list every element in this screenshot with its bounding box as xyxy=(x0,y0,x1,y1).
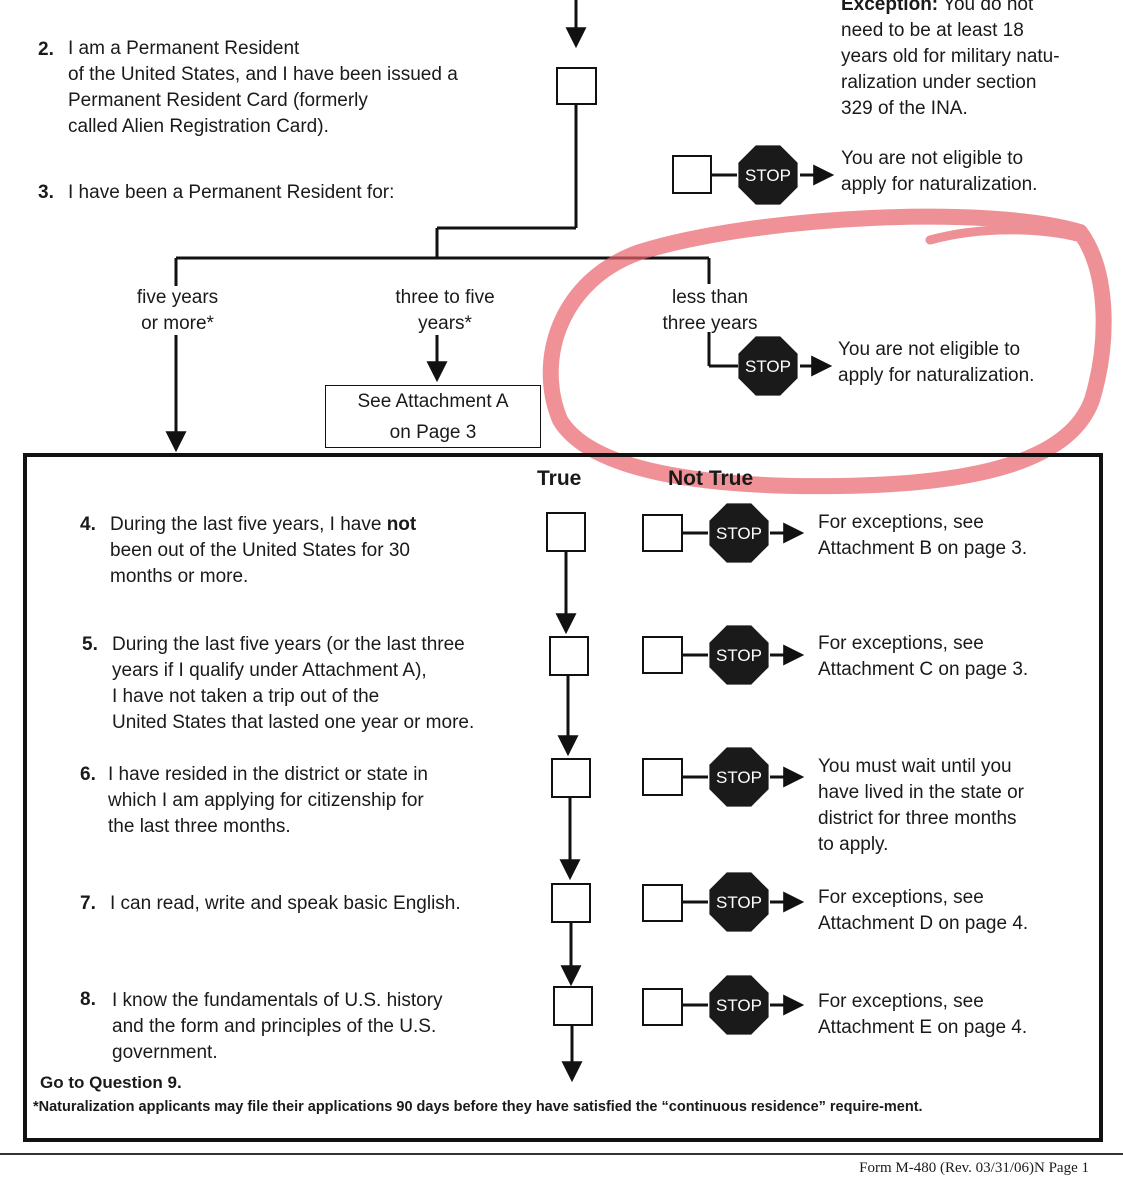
q4-text-bold: not xyxy=(386,514,417,535)
stop-octagon-icon xyxy=(709,747,769,807)
q7-number: 7. xyxy=(80,893,96,914)
stop-octagon-icon xyxy=(738,336,798,396)
stop-sign-q5: STOP xyxy=(709,625,769,685)
exception-text: You do not need to be at least 18 years … xyxy=(841,0,1060,119)
exception-note: Exception: You do not need to be at leas… xyxy=(841,0,1060,122)
q2-number: 2. xyxy=(38,39,54,60)
q5-true-checkbox[interactable] xyxy=(549,636,589,676)
q7-not-true-checkbox[interactable] xyxy=(642,884,683,922)
q3-text: I have been a Permanent Resident for: xyxy=(68,182,395,203)
q2-checkbox[interactable] xyxy=(556,67,597,105)
stop-sign-q4: STOP xyxy=(709,503,769,563)
stop-octagon-icon xyxy=(709,975,769,1035)
stop-sign-less-than-three: STOP xyxy=(738,336,798,396)
stop-octagon-icon xyxy=(709,625,769,685)
q4-not-true-checkbox[interactable] xyxy=(642,514,683,552)
exception-label: Exception: xyxy=(841,0,939,15)
q6-text: I have resided in the district or state … xyxy=(108,764,428,837)
stop-octagon-icon xyxy=(738,145,798,205)
q7-text: I can read, write and speak basic Englis… xyxy=(110,893,461,914)
q7-result-text: For exceptions, see Attachment D on page… xyxy=(818,887,1029,934)
form-number: Form M-480 (Rev. 03/31/06)N Page 1 xyxy=(859,1160,1089,1176)
stop-octagon-icon xyxy=(709,872,769,932)
q8-not-true-checkbox[interactable] xyxy=(642,988,683,1026)
stop-sign-q2: STOP xyxy=(738,145,798,205)
q2-not-true-checkbox[interactable] xyxy=(672,155,712,194)
stop-sign-q7: STOP xyxy=(709,872,769,932)
q7-true-checkbox[interactable] xyxy=(551,883,591,923)
q4-result-text: For exceptions, see Attachment B on page… xyxy=(818,512,1028,559)
q4-number: 4. xyxy=(80,514,96,535)
stop-signs: STOP STOP STOP STOP STOP STOP STOP xyxy=(709,145,798,1035)
not-true-column-header: Not True xyxy=(668,467,754,490)
q6-result-text: You must wait until you have lived in th… xyxy=(818,756,1024,855)
q5-text: During the last five years (or the last … xyxy=(112,634,475,733)
stop-label: STOP xyxy=(716,646,762,665)
q4-text-pre: During the last five years, I have xyxy=(110,514,387,535)
branch-three-to-five: three to five years* xyxy=(395,287,495,334)
stop-label: STOP xyxy=(745,357,791,376)
attachment-a-box: See Attachment A on Page 3 xyxy=(325,385,541,448)
q8-result-text: For exceptions, see Attachment E on page… xyxy=(818,991,1028,1038)
q2-not-eligible-text: You are not eligible to apply for natura… xyxy=(841,148,1038,195)
q8-text: I know the fundamentals of U.S. history … xyxy=(112,990,443,1063)
questions-panel xyxy=(23,453,1103,1142)
q4-true-checkbox[interactable] xyxy=(546,512,586,552)
q5-not-true-checkbox[interactable] xyxy=(642,636,683,674)
q5-result-text: For exceptions, see Attachment C on page… xyxy=(818,633,1029,680)
stop-sign-q8: STOP xyxy=(709,975,769,1035)
q4-text: During the last five years, I have not b… xyxy=(110,512,416,590)
q8-number: 8. xyxy=(80,989,96,1010)
q6-not-true-checkbox[interactable] xyxy=(642,758,683,796)
q6-number: 6. xyxy=(80,764,96,785)
stop-label: STOP xyxy=(716,524,762,543)
q5-number: 5. xyxy=(82,634,98,655)
highlight-circle xyxy=(542,208,1112,495)
q4-text-post: been out of the United States for 30 mon… xyxy=(110,540,410,587)
stop-label: STOP xyxy=(716,893,762,912)
stop-label: STOP xyxy=(716,768,762,787)
go-to-question-9: Go to Question 9. xyxy=(40,1073,182,1092)
stop-sign-q6: STOP xyxy=(709,747,769,807)
stop-octagon-icon xyxy=(709,503,769,563)
q2-text: I am a Permanent Resident of the United … xyxy=(68,38,458,137)
less-than-three-not-eligible-text: You are not eligible to apply for natura… xyxy=(838,339,1035,386)
q6-true-checkbox[interactable] xyxy=(551,758,591,798)
branch-less-than-three: less than three years xyxy=(662,287,758,334)
true-column-header: True xyxy=(537,467,582,490)
stop-label: STOP xyxy=(716,996,762,1015)
footer-divider xyxy=(0,1153,1123,1155)
footnote: *Naturalization applicants may file thei… xyxy=(33,1099,923,1115)
q8-true-checkbox[interactable] xyxy=(553,986,593,1026)
stop-label: STOP xyxy=(745,166,791,185)
q3-number: 3. xyxy=(38,182,54,203)
branch-five-plus: five years or more* xyxy=(136,287,219,334)
